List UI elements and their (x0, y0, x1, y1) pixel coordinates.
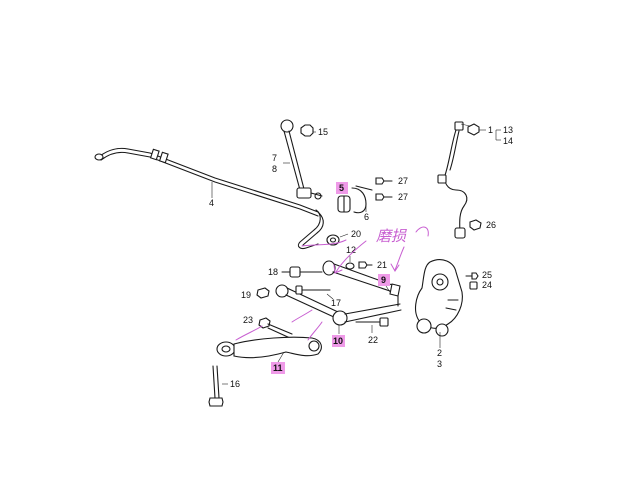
stabilizer-link (280, 119, 323, 200)
highlight-10 (332, 335, 345, 347)
label-15: 15 (318, 127, 328, 137)
label-24: 24 (482, 280, 492, 290)
label-25: 25 (482, 270, 492, 280)
label-13: 13 (503, 125, 513, 135)
label-11: 11 (273, 363, 283, 373)
label-5: 5 (339, 183, 344, 193)
label-21: 21 (377, 260, 387, 270)
highlight-11 (271, 362, 285, 374)
bolt-16 (208, 365, 224, 407)
label-22: 22 (368, 335, 378, 345)
label-8: 8 (272, 164, 277, 174)
label-6: 6 (364, 212, 369, 222)
knuckle (414, 259, 463, 337)
label-12: 12 (346, 245, 356, 255)
lower-control-arm-11 (216, 336, 322, 359)
bolt-22 (355, 317, 389, 327)
bolt-21 (358, 261, 373, 269)
bolt-18 (281, 266, 323, 278)
highlight-9 (378, 274, 390, 286)
label-1: 1 (488, 125, 493, 135)
label-18: 18 (268, 267, 278, 277)
handwritten-annotation: 磨损 (333, 226, 429, 274)
label-7: 7 (272, 153, 277, 163)
label-23: 23 (243, 315, 253, 325)
bolt-17 (295, 285, 331, 295)
bolt-23 (258, 317, 293, 339)
bolt-19 (256, 287, 270, 299)
label-9: 9 (381, 275, 386, 285)
label-3: 3 (437, 359, 442, 369)
nut-12 (345, 262, 355, 270)
label-19: 19 (241, 290, 251, 300)
label-4: 4 (209, 198, 214, 208)
bushing-5 (337, 195, 351, 213)
label-27-upper: 27 (398, 176, 408, 186)
label-26: 26 (486, 220, 496, 230)
bolt-25 (465, 272, 479, 280)
wheel-speed-sensor-harness (437, 121, 480, 239)
lower-arm-17 (275, 284, 402, 326)
bolt-26 (469, 219, 482, 231)
bolt-24 (469, 281, 478, 290)
label-20: 20 (351, 229, 361, 239)
nut-20 (326, 234, 340, 246)
label-27-lower: 27 (398, 192, 408, 202)
nut-15 (300, 124, 314, 137)
highlight-5 (336, 182, 348, 194)
label-10: 10 (333, 336, 343, 346)
annotation-text: 磨损 (376, 227, 407, 245)
bolt-27-upper (375, 177, 393, 185)
label-17: 17 (331, 298, 341, 308)
label-16: 16 (230, 379, 240, 389)
label-2: 2 (437, 348, 442, 358)
pen-scribbles (235, 239, 347, 341)
bracket-6 (351, 185, 373, 214)
label-14: 14 (503, 136, 513, 146)
bolt-27-lower (375, 193, 393, 201)
